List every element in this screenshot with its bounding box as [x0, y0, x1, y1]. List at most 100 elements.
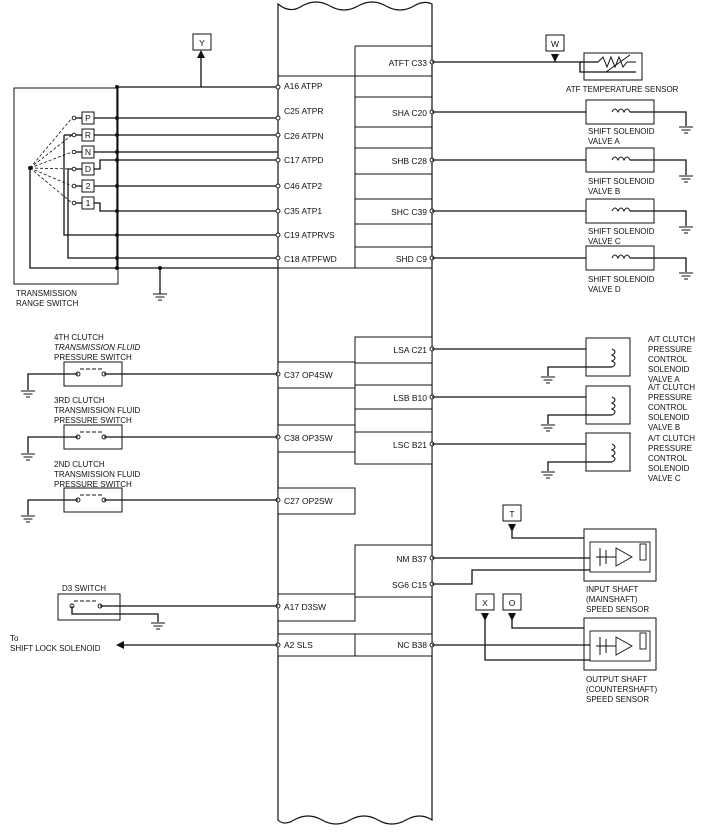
shift-solenoid-d: SHIFT SOLENOID VALVE D — [432, 245, 694, 294]
pin-label: C18 ATPFWD — [284, 254, 337, 264]
clutch-solenoid-a-label: VALVE A — [648, 375, 680, 384]
connector-x: X — [482, 598, 488, 608]
shift-solenoid-c: SHIFT SOLENOID VALVE C — [432, 198, 694, 246]
pin-label: C37 OP4SW — [284, 370, 333, 380]
pin-label: NC B38 — [397, 640, 427, 650]
connector-y: Y — [199, 38, 205, 48]
clutch-solenoid-b-label: SOLENOID — [648, 413, 690, 422]
input-sensor-label: (MAINSHAFT) — [586, 595, 638, 604]
d3-switch-label: D3 SWITCH — [62, 584, 106, 593]
clutch-solenoid-a-label: A/T CLUTCH — [648, 335, 695, 344]
output-sensor-label: SPEED SENSOR — [586, 695, 649, 704]
shift-solenoid-b-label: SHIFT SOLENOID — [588, 177, 655, 186]
clutch-solenoid-c-label: A/T CLUTCH — [648, 434, 695, 443]
clutch-solenoid-a: A/T CLUTCH PRESSURE CONTROL SOLENOID VAL… — [432, 335, 695, 384]
shift-solenoid-b-label: VALVE B — [588, 187, 620, 196]
pin-label: SHC C39 — [391, 207, 427, 217]
ecm-body — [277, 1, 433, 825]
pin-label: NM B37 — [396, 554, 427, 564]
output-sensor-label: (COUNTERSHAFT) — [586, 685, 657, 694]
pressure-switch-3rd-label: PRESSURE SWITCH — [54, 416, 132, 425]
clutch-solenoid-c-label: CONTROL — [648, 454, 688, 463]
pin-label: A17 D3SW — [284, 602, 326, 612]
atf-temperature-sensor: W ATF TEMPERATURE SENSOR — [432, 34, 679, 94]
range-letter-r: R — [85, 130, 91, 140]
clutch-solenoid-a-label: SOLENOID — [648, 365, 690, 374]
pressure-switch-2nd-label: TRANSMISSION FLUID — [54, 470, 140, 479]
pressure-switch-2nd-label: 2ND CLUTCH — [54, 460, 105, 469]
shift-lock-label: To — [10, 634, 19, 643]
pressure-switch-3rd-label: 3RD CLUTCH — [54, 396, 105, 405]
pin-label: A2 SLS — [284, 640, 313, 650]
pin-label: C19 ATPRVS — [284, 230, 335, 240]
connector-o: O — [509, 598, 516, 608]
pressure-switch-2nd-label: PRESSURE SWITCH — [54, 480, 132, 489]
input-sensor-label: INPUT SHAFT — [586, 585, 638, 594]
clutch-solenoid-b: A/T CLUTCH PRESSURE CONTROL SOLENOID VAL… — [432, 383, 695, 432]
clutch-solenoid-c-label: PRESSURE — [648, 444, 692, 453]
pressure-switch-4th: 4TH CLUTCH TRANSMISSION FLUID PRESSURE S… — [20, 333, 278, 398]
range-letter-2: 2 — [86, 181, 91, 191]
range-switch-label: TRANSMISSION — [16, 289, 77, 298]
d3-switch: D3 SWITCH — [57, 584, 278, 630]
clutch-solenoid-b-label: PRESSURE — [648, 393, 692, 402]
output-shaft-speed-sensor: X O OUTPUT SHAFT (COUNTERSHAFT) SPEED SE… — [432, 593, 657, 704]
pin-label: LSB B10 — [393, 393, 427, 403]
shift-lock-solenoid: To SHIFT LOCK SOLENOID — [10, 634, 278, 653]
pin-label: LSA C21 — [393, 345, 427, 355]
clutch-solenoid-a-label: PRESSURE — [648, 345, 692, 354]
shift-solenoid-a-label: VALVE A — [588, 137, 620, 146]
pin-label: C46 ATP2 — [284, 181, 322, 191]
pressure-switch-2nd: 2ND CLUTCH TRANSMISSION FLUID PRESSURE S… — [20, 460, 278, 523]
pressure-switch-3rd: 3RD CLUTCH TRANSMISSION FLUID PRESSURE S… — [20, 396, 278, 461]
pin-label: SHD C9 — [396, 254, 427, 264]
shift-solenoid-a: SHIFT SOLENOID VALVE A — [432, 99, 694, 146]
range-letter-1: 1 — [86, 198, 91, 208]
shift-solenoid-c-label: SHIFT SOLENOID — [588, 227, 655, 236]
clutch-solenoid-a-label: CONTROL — [648, 355, 688, 364]
right-terminals — [429, 59, 435, 648]
shift-solenoid-a-label: SHIFT SOLENOID — [588, 127, 655, 136]
range-switch-wiring: Y — [29, 33, 278, 301]
pin-label: C35 ATP1 — [284, 206, 322, 216]
pin-label: SHB C28 — [392, 156, 428, 166]
left-terminals — [275, 84, 281, 648]
pressure-switch-4th-label: 4TH CLUTCH — [54, 333, 104, 342]
pin-label: SHA C20 — [392, 108, 427, 118]
pin-label: C26 ATPN — [284, 131, 324, 141]
clutch-solenoid-c-label: VALVE C — [648, 474, 681, 483]
clutch-solenoid-c-label: SOLENOID — [648, 464, 690, 473]
input-sensor-label: SPEED SENSOR — [586, 605, 649, 614]
clutch-solenoid-b-label: VALVE B — [648, 423, 680, 432]
pressure-switch-4th-label: PRESSURE SWITCH — [54, 353, 132, 362]
pin-label: C38 OP3SW — [284, 433, 333, 443]
transmission-range-switch: P R N D 2 1 TRANSMISSION RANGE SWITCH — [13, 87, 119, 308]
pin-label: LSC B21 — [393, 440, 427, 450]
ecm-right-pin-labels: ATFT C33 SHA C20 SHB C28 SHC C39 SHD C9 … — [389, 58, 428, 650]
pin-label: SG6 C15 — [392, 580, 427, 590]
range-letter-p: P — [85, 113, 91, 123]
shift-solenoid-d-label: VALVE D — [588, 285, 621, 294]
pressure-switch-4th-label: TRANSMISSION FLUID — [54, 343, 140, 352]
ecm-left-pin-labels: A16 ATPP C25 ATPR C26 ATPN C17 ATPD C46 … — [284, 81, 337, 650]
range-switch-label: RANGE SWITCH — [16, 299, 78, 308]
atf-temp-label: ATF TEMPERATURE SENSOR — [566, 85, 679, 94]
range-letter-d: D — [85, 164, 91, 174]
pin-label: C25 ATPR — [284, 106, 324, 116]
pressure-switch-3rd-label: TRANSMISSION FLUID — [54, 406, 140, 415]
pin-label: ATFT C33 — [389, 58, 428, 68]
output-sensor-label: OUTPUT SHAFT — [586, 675, 647, 684]
range-letter-n: N — [85, 147, 91, 157]
shift-solenoid-d-label: SHIFT SOLENOID — [588, 275, 655, 284]
shift-lock-label: SHIFT LOCK SOLENOID — [10, 644, 101, 653]
connector-t: T — [509, 509, 514, 519]
input-shaft-speed-sensor: T INPUT SHAFT (MAINSHAFT) SPEED SENSOR — [432, 504, 657, 614]
clutch-solenoid-c: A/T CLUTCH PRESSURE CONTROL SOLENOID VAL… — [432, 432, 695, 483]
shift-solenoid-c-label: VALVE C — [588, 237, 621, 246]
pin-label: C27 OP2SW — [284, 496, 333, 506]
shift-solenoid-b: SHIFT SOLENOID VALVE B — [432, 147, 694, 196]
clutch-solenoid-b-label: CONTROL — [648, 403, 688, 412]
clutch-solenoid-b-label: A/T CLUTCH — [648, 383, 695, 392]
